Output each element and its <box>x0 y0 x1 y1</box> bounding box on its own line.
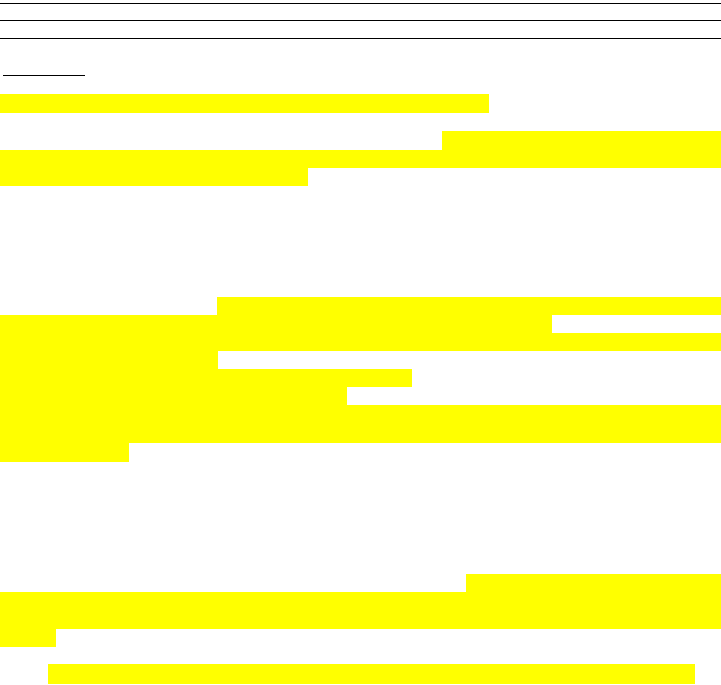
highlight-line <box>0 610 721 629</box>
highlight-line <box>0 405 721 423</box>
highlight-line <box>0 351 218 369</box>
highlight-line <box>0 592 721 610</box>
paragraph-4 <box>0 574 721 648</box>
highlight-line <box>0 629 56 647</box>
highlight-line <box>0 168 308 186</box>
highlight-line <box>0 150 721 168</box>
paragraph-2 <box>0 131 721 187</box>
header-rule-2 <box>0 20 721 21</box>
highlight-line <box>0 387 347 405</box>
header-rule-3 <box>0 38 721 39</box>
highlight-line <box>442 131 721 150</box>
paragraph-5 <box>0 664 721 684</box>
highlight-line <box>0 315 552 333</box>
highlight-line <box>466 574 721 592</box>
highlight-line <box>48 664 695 684</box>
header-rule-1 <box>0 3 721 4</box>
highlight-line <box>0 369 412 387</box>
highlight-line <box>217 297 721 315</box>
paragraph-3 <box>0 297 721 464</box>
highlight-line <box>0 333 721 351</box>
highlight-line <box>0 443 129 462</box>
highlight-line <box>0 94 489 113</box>
highlight-line <box>0 423 721 443</box>
paragraph-1 <box>0 94 721 114</box>
section-heading-underline <box>3 75 85 76</box>
